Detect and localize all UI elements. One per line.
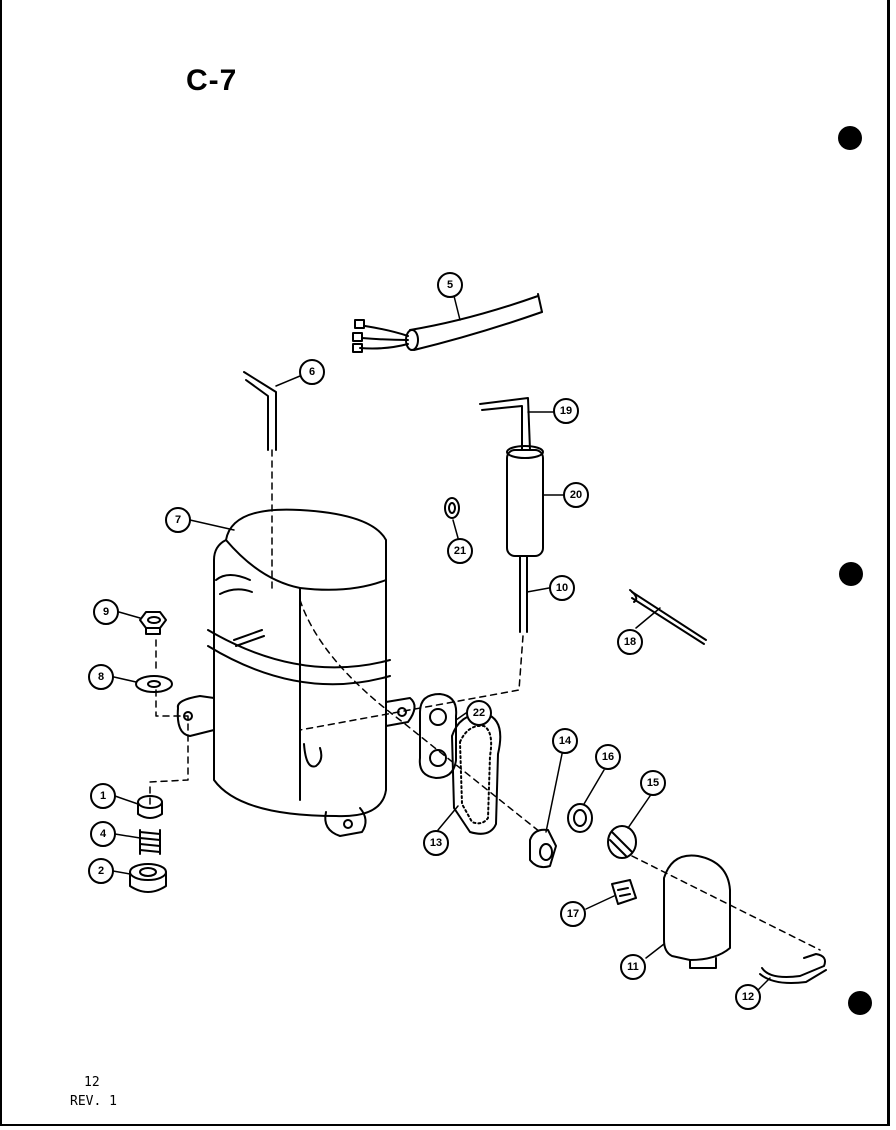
callout-2: 2	[98, 865, 104, 877]
callout-circle-8	[88, 664, 114, 690]
callout-16: 16	[602, 751, 614, 763]
callout-circle-15	[640, 770, 666, 796]
mounting-grommet-part	[129, 863, 167, 893]
callout-circle-2	[88, 858, 114, 884]
mounting-washer-part	[135, 675, 173, 693]
overload-protector-part	[529, 828, 557, 869]
callout-19: 19	[560, 405, 572, 417]
callout-circle-10	[549, 575, 575, 601]
revision-label: REV. 1	[70, 1094, 117, 1109]
mounting-sleeve-part	[137, 795, 163, 819]
leader-2	[112, 870, 131, 875]
callout-circle-5	[437, 272, 463, 298]
suction-tube-part	[243, 371, 277, 591]
callout-20: 20	[570, 489, 582, 501]
punch-hole-middle	[839, 562, 863, 586]
cover-clip-part	[629, 589, 707, 645]
leader-14	[545, 753, 563, 833]
sheet-title: C-7	[186, 64, 238, 97]
page-number: 12	[84, 1075, 100, 1090]
process-tube-part	[479, 397, 531, 451]
callout-circle-22	[466, 700, 492, 726]
leader-12	[757, 977, 771, 991]
callout-circle-17	[560, 901, 586, 927]
leader-1	[114, 795, 139, 805]
terminal-cover-gasket-part	[451, 712, 502, 835]
callout-4: 4	[100, 828, 107, 840]
callout-circle-6	[299, 359, 325, 385]
leader-11	[645, 943, 665, 959]
leader-7	[189, 519, 235, 531]
mounting-nut-part	[139, 611, 167, 635]
relay-part	[567, 803, 593, 833]
callout-22: 22	[473, 707, 485, 719]
callout-6: 6	[309, 366, 315, 378]
relay-clip-part	[607, 825, 637, 859]
callout-12: 12	[742, 991, 754, 1003]
leader-15	[627, 795, 651, 829]
leader-5	[453, 295, 461, 321]
callout-circle-7	[165, 507, 191, 533]
leader-4	[114, 833, 141, 839]
strain-relief-part	[611, 879, 637, 905]
leader-18	[635, 607, 661, 629]
callout-8: 8	[98, 671, 104, 683]
terminal-cover-part	[663, 854, 731, 969]
callout-9: 9	[103, 606, 109, 618]
punch-hole-bottom	[848, 991, 872, 1015]
callout-circle-1	[90, 783, 116, 809]
callout-circle-12	[735, 984, 761, 1010]
leader-6	[275, 375, 301, 387]
callout-7: 7	[175, 514, 181, 526]
bale-strap-part	[759, 953, 827, 984]
callout-circle-19	[553, 398, 579, 424]
leader-10	[526, 587, 550, 593]
leader-8	[113, 676, 137, 683]
callout-18: 18	[624, 636, 636, 648]
callout-circle-13	[423, 830, 449, 856]
leader-9	[118, 611, 141, 619]
callout-circle-18	[617, 629, 643, 655]
mounting-spring-part	[139, 829, 161, 855]
callout-14: 14	[559, 735, 572, 747]
callout-circle-20	[563, 482, 589, 508]
callout-circle-14	[552, 728, 578, 754]
callout-17: 17	[567, 908, 579, 920]
compressor-body-part	[176, 508, 416, 837]
terminal-gasket-part	[418, 693, 458, 779]
callout-13: 13	[430, 837, 442, 849]
leader-16	[583, 769, 605, 805]
capillary-tube-part	[299, 555, 528, 731]
callout-circle-11	[620, 954, 646, 980]
callout-11: 11	[627, 961, 639, 973]
punch-hole-top	[838, 126, 862, 150]
leader-21	[452, 519, 459, 539]
callout-circle-4	[90, 821, 116, 847]
callout-1: 1	[100, 790, 106, 802]
callout-10: 10	[556, 582, 568, 594]
leader-17	[585, 895, 615, 910]
callout-circle-16	[595, 744, 621, 770]
callout-21: 21	[454, 545, 466, 557]
leader-22	[455, 712, 467, 721]
power-cord-part	[352, 293, 543, 353]
callout-circle-21	[447, 538, 473, 564]
filter-drier-part	[506, 445, 544, 557]
callout-5: 5	[447, 279, 453, 291]
callout-15: 15	[647, 777, 659, 789]
leader-13	[437, 805, 459, 831]
grommet-part	[444, 497, 460, 519]
callout-circle-9	[93, 599, 119, 625]
